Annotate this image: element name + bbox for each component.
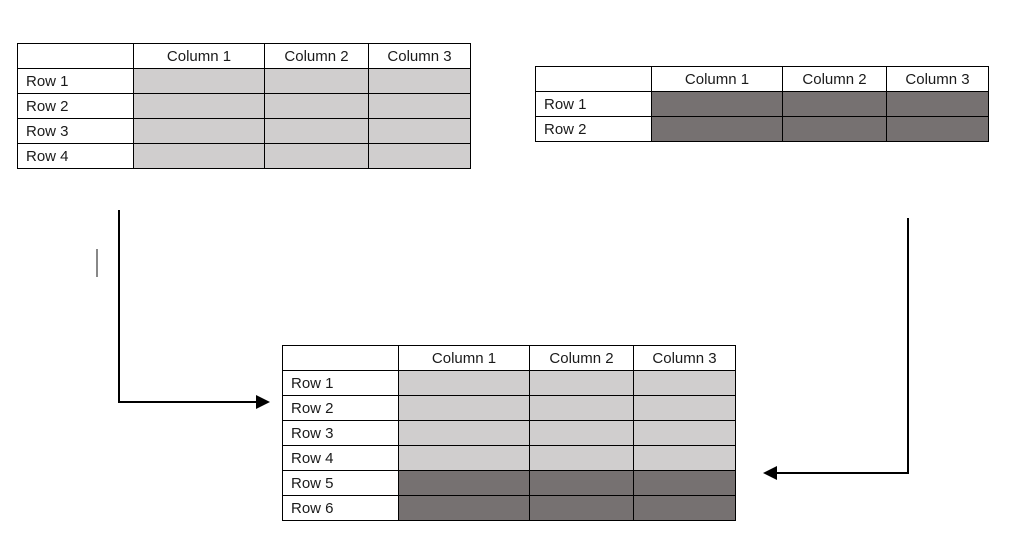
header-row: Column 1 Column 2 Column 3 — [535, 66, 989, 92]
corner-cell — [17, 43, 134, 69]
table-cell — [133, 68, 265, 94]
row-label: Row 2 — [17, 93, 134, 119]
row-label: Row 3 — [282, 420, 399, 446]
table-cell — [633, 395, 736, 421]
table-row: Row 6 — [282, 495, 736, 521]
table-cell — [651, 91, 783, 117]
table-row: Row 1 — [535, 91, 989, 117]
table-cell — [633, 445, 736, 471]
source-table-dark: Column 1 Column 2 Column 3 Row 1 Row 2 — [535, 66, 989, 142]
row-label: Row 4 — [17, 143, 134, 169]
row-label: Row 2 — [535, 116, 652, 142]
table-row: Row 4 — [282, 445, 736, 471]
table-cell — [368, 143, 471, 169]
table-cell — [529, 370, 634, 396]
merge-arrow-left — [118, 210, 270, 409]
table-cell — [264, 143, 369, 169]
table-cell — [529, 395, 634, 421]
table-row: Row 2 — [535, 116, 989, 142]
table-row: Row 2 — [282, 395, 736, 421]
table-cell — [633, 420, 736, 446]
merge-arrow-right — [763, 218, 909, 480]
table-cell — [529, 445, 634, 471]
table-cell — [651, 116, 783, 142]
table-cell — [133, 93, 265, 119]
table-cell — [368, 118, 471, 144]
table-row: Row 3 — [17, 118, 471, 144]
table-cell — [398, 420, 530, 446]
table-cell — [398, 495, 530, 521]
table-cell — [529, 470, 634, 496]
column-header: Column 3 — [886, 66, 989, 92]
table-row: Row 1 — [282, 370, 736, 396]
header-row: Column 1 Column 2 Column 3 — [17, 43, 471, 69]
table-cell — [398, 370, 530, 396]
row-label: Row 1 — [535, 91, 652, 117]
column-header: Column 2 — [782, 66, 887, 92]
corner-cell — [282, 345, 399, 371]
table-cell — [368, 93, 471, 119]
column-header: Column 2 — [529, 345, 634, 371]
table-cell — [264, 93, 369, 119]
table-cell — [529, 495, 634, 521]
table-cell — [133, 143, 265, 169]
column-header: Column 3 — [368, 43, 471, 69]
source-table-light: Column 1 Column 2 Column 3 Row 1 Row 2 R… — [17, 43, 471, 169]
table-cell — [782, 91, 887, 117]
table-cell — [264, 118, 369, 144]
column-header: Column 2 — [264, 43, 369, 69]
table-cell — [398, 470, 530, 496]
header-row: Column 1 Column 2 Column 3 — [282, 345, 736, 371]
table-cell — [633, 495, 736, 521]
column-header: Column 1 — [133, 43, 265, 69]
table-cell — [782, 116, 887, 142]
corner-cell — [535, 66, 652, 92]
row-label: Row 2 — [282, 395, 399, 421]
row-label: Row 4 — [282, 445, 399, 471]
merged-table: Column 1 Column 2 Column 3 Row 1 Row 2 R… — [282, 345, 736, 521]
table-cell — [398, 395, 530, 421]
table-cell — [529, 420, 634, 446]
row-label: Row 3 — [17, 118, 134, 144]
table-row: Row 2 — [17, 93, 471, 119]
column-header: Column 1 — [398, 345, 530, 371]
column-header: Column 1 — [651, 66, 783, 92]
row-label: Row 5 — [282, 470, 399, 496]
table-cell — [398, 445, 530, 471]
table-cell — [886, 116, 989, 142]
text-cursor-mark — [96, 249, 98, 277]
table-cell — [633, 370, 736, 396]
table-row: Row 5 — [282, 470, 736, 496]
row-label: Row 6 — [282, 495, 399, 521]
table-cell — [133, 118, 265, 144]
table-cell — [264, 68, 369, 94]
table-cell — [633, 470, 736, 496]
row-label: Row 1 — [17, 68, 134, 94]
table-row: Row 3 — [282, 420, 736, 446]
table-row: Row 4 — [17, 143, 471, 169]
table-cell — [368, 68, 471, 94]
row-label: Row 1 — [282, 370, 399, 396]
table-row: Row 1 — [17, 68, 471, 94]
table-cell — [886, 91, 989, 117]
column-header: Column 3 — [633, 345, 736, 371]
